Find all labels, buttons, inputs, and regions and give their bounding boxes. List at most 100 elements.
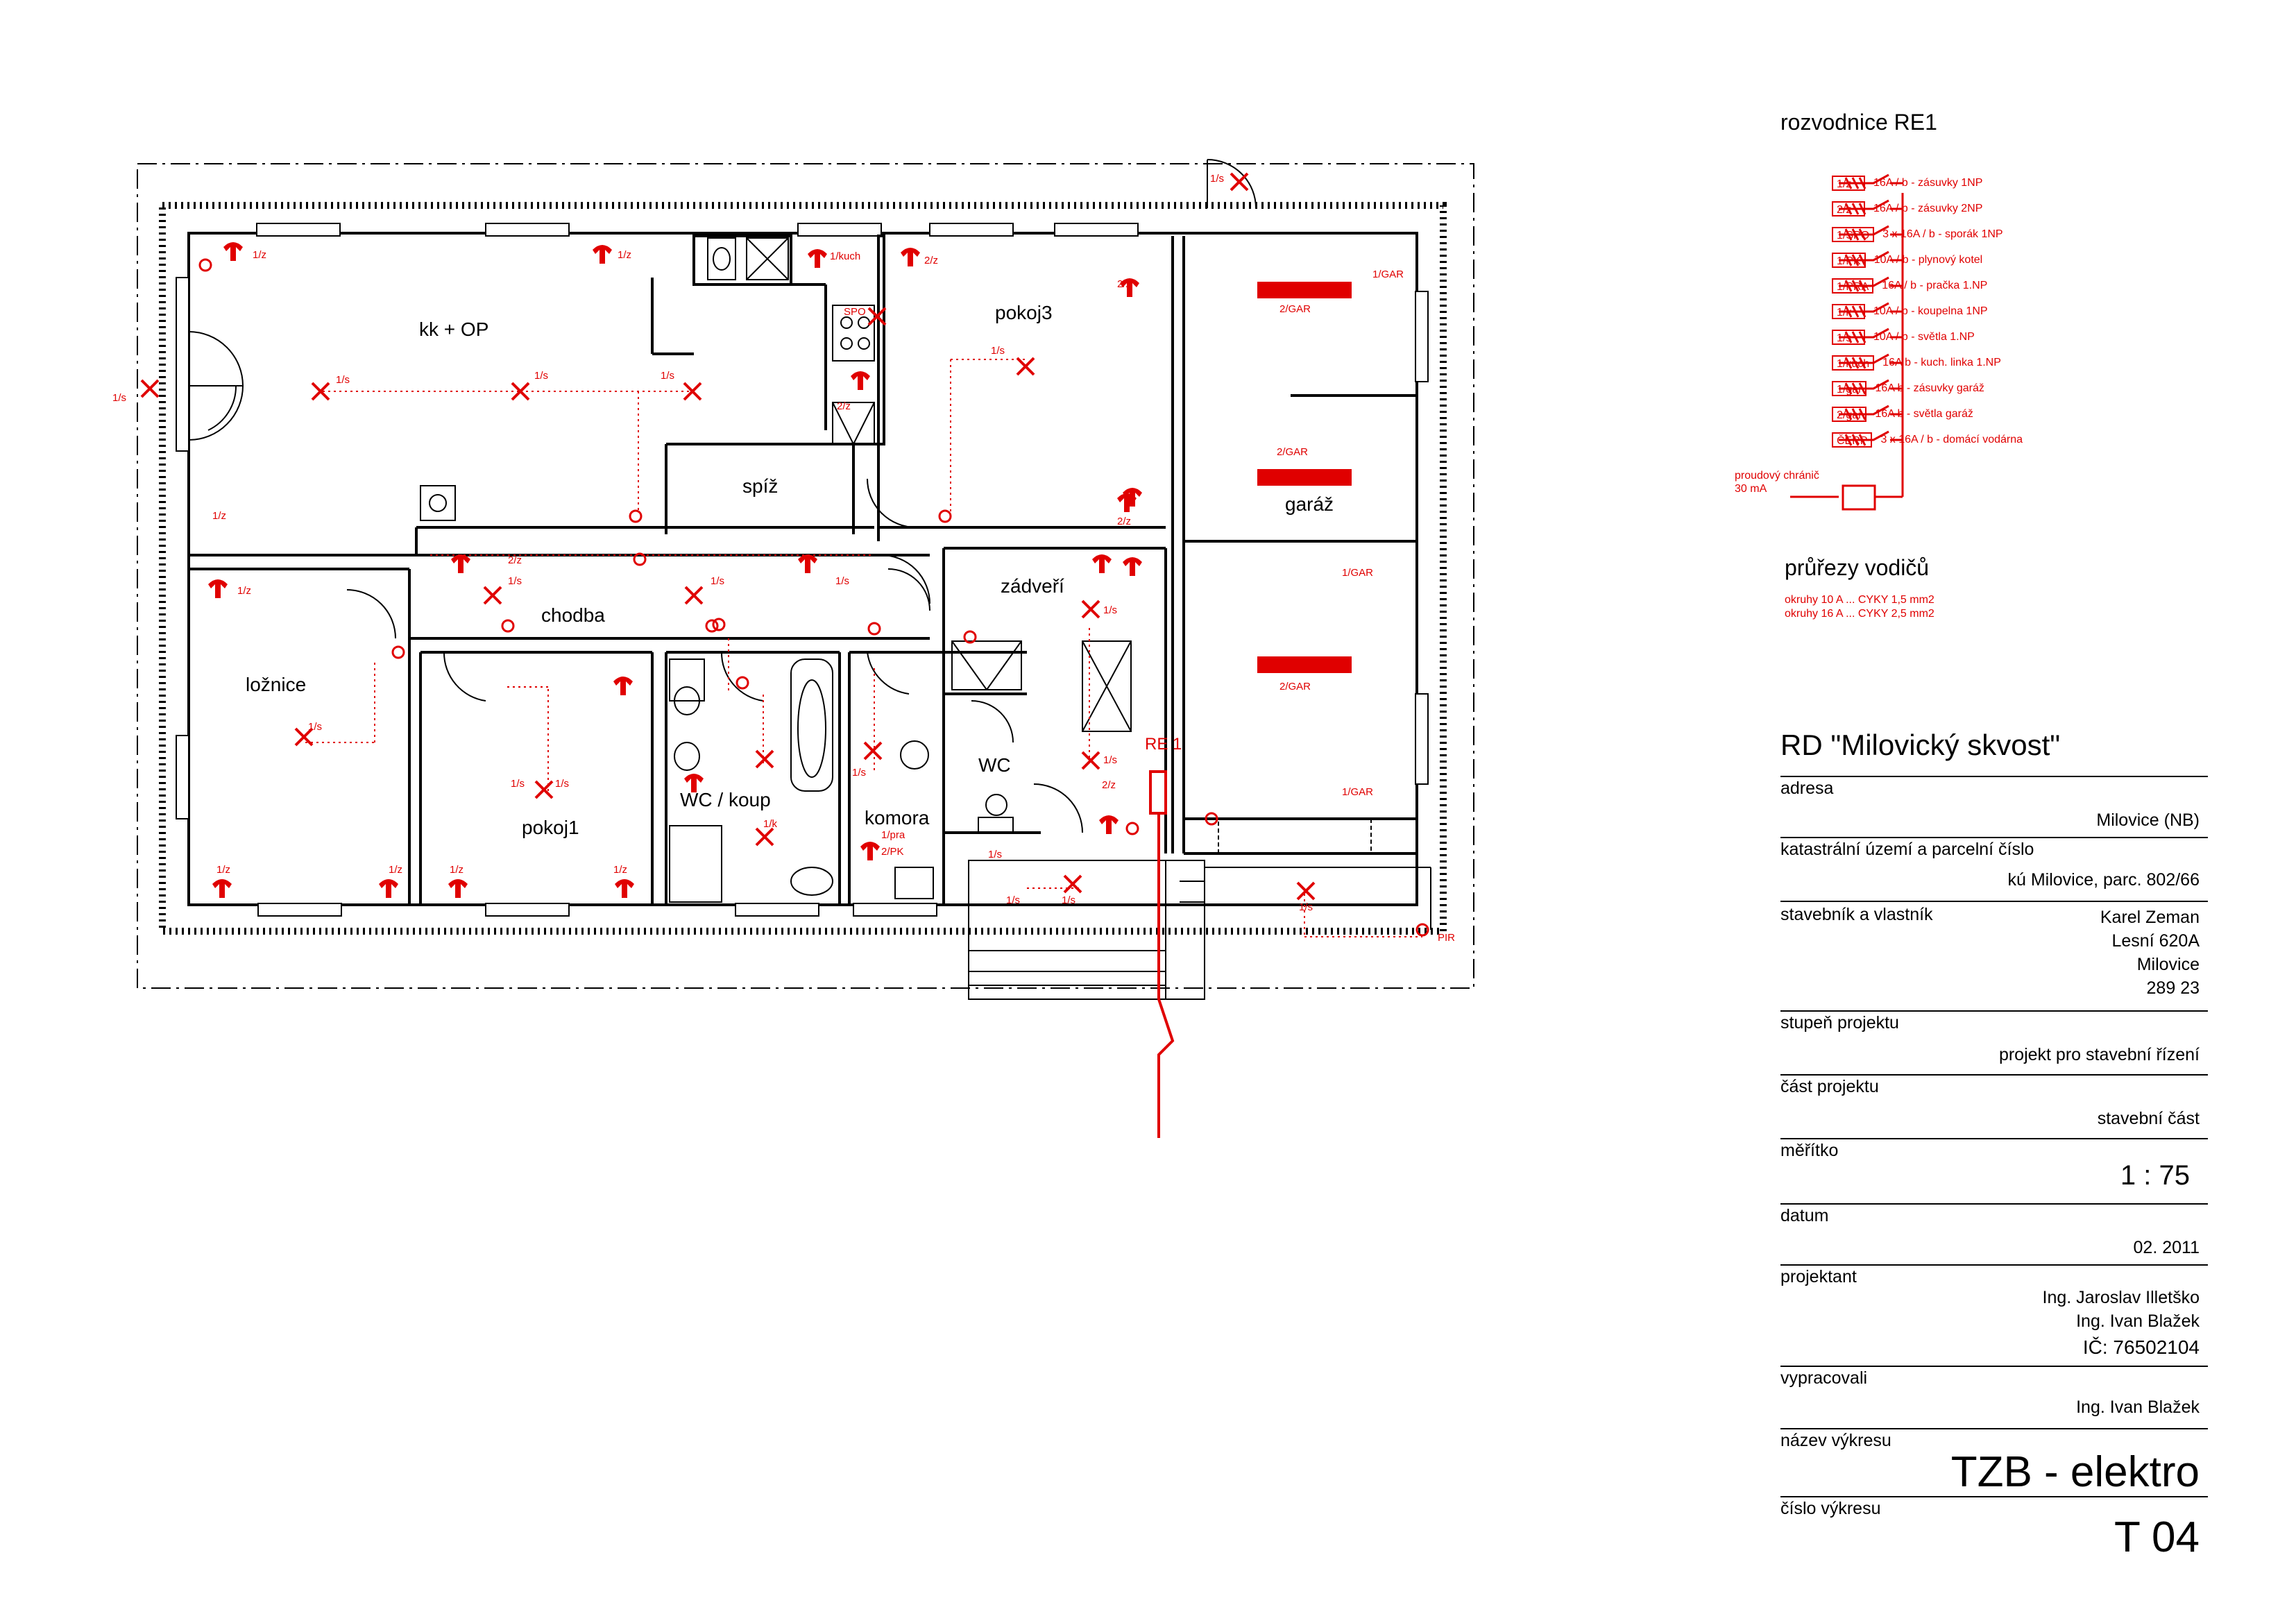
svg-text:1/s: 1/s — [835, 575, 849, 587]
svg-text:2/z: 2/z — [837, 400, 851, 412]
entrance-steps — [968, 860, 1431, 1000]
panel-row-code: 1/gar — [1832, 381, 1867, 396]
svg-text:1/GAR: 1/GAR — [1372, 269, 1404, 280]
light-markers — [140, 172, 1316, 901]
switch-icon — [867, 622, 881, 636]
svg-text:1/s: 1/s — [112, 392, 126, 404]
sections-title: průřezy vodičů — [1785, 555, 1930, 580]
panel-row-code: 1/k — [1832, 304, 1865, 319]
fixtures — [420, 237, 1372, 903]
panel-branches — [1839, 173, 1903, 446]
svg-text:2/GAR: 2/GAR — [1279, 681, 1311, 692]
svg-text:1/GAR: 1/GAR — [1342, 567, 1373, 579]
rcd-label: proudový chránič 30 mA — [1735, 470, 1819, 495]
svg-text:1/z: 1/z — [450, 864, 464, 876]
svg-text:1/s: 1/s — [534, 370, 548, 382]
svg-text:1/s: 1/s — [308, 721, 322, 733]
socket-icon — [451, 554, 470, 573]
light-icon — [294, 727, 314, 747]
garage-lights — [1257, 282, 1352, 673]
panel-row: 1/PK 10A / b - plynový kotel — [1832, 251, 1982, 269]
switch-icon — [705, 619, 719, 633]
svg-text:1/s: 1/s — [988, 849, 1002, 860]
panel-row: 2/z 16A / b - zásuvky 2NP — [1832, 200, 1982, 218]
svg-text:1/s: 1/s — [1006, 894, 1020, 906]
svg-text:2/z: 2/z — [924, 255, 938, 266]
panel-title: rozvodnice RE1 — [1780, 110, 1937, 135]
panel-row-desc: 16A / b - zásuvky 2NP — [1873, 203, 1983, 214]
svg-text:1/s: 1/s — [1103, 754, 1117, 766]
light-icon — [1081, 600, 1100, 619]
light-icon — [140, 379, 160, 398]
svg-text:1/s: 1/s — [1103, 604, 1117, 616]
svg-text:PIR: PIR — [1438, 932, 1455, 944]
room-pokoj3: pokoj3 — [995, 302, 1053, 323]
socket-icon — [212, 879, 232, 898]
switch-icon — [963, 630, 977, 644]
panel-row-desc: 10A / b - plynový kotel — [1873, 254, 1983, 266]
svg-text:2/GAR: 2/GAR — [1279, 303, 1311, 315]
panel-row-desc: 16A b - světla garáž — [1875, 408, 1973, 420]
svg-text:2/PK: 2/PK — [881, 846, 904, 858]
svg-text:2/z: 2/z — [1117, 516, 1131, 527]
socket-icon — [1120, 278, 1139, 297]
panel-row-desc: 10A / b - světla 1.NP — [1873, 331, 1975, 343]
switch-icon — [198, 258, 212, 272]
re1-label: RE 1 — [1145, 735, 1182, 754]
svg-text:1/s: 1/s — [991, 345, 1005, 357]
breaker-icon — [1839, 379, 1903, 395]
panel-row-code: 1/PRA — [1832, 278, 1874, 294]
svg-text:1/s: 1/s — [511, 778, 525, 790]
room-spiz: spíž — [742, 475, 778, 497]
svg-text:1/kuch: 1/kuch — [830, 250, 860, 262]
svg-text:1/s: 1/s — [852, 767, 866, 779]
breaker-icon — [1839, 250, 1903, 266]
room-chodba: chodba — [541, 604, 605, 626]
light-icon — [755, 827, 774, 847]
switch-icon — [938, 509, 952, 523]
svg-text:1/s: 1/s — [1299, 901, 1313, 913]
panel-row-code: 1/PK — [1832, 253, 1866, 268]
doors — [188, 159, 1257, 833]
panel-row-desc: 16A / b - zásuvky 1NP — [1873, 177, 1983, 189]
socket-icon — [851, 371, 870, 390]
switch-icon — [735, 676, 749, 690]
breaker-icon — [1839, 302, 1903, 318]
svg-text:SPO: SPO — [844, 306, 866, 318]
panel-row-code: 2/gar — [1832, 407, 1867, 422]
socket-icon — [684, 774, 704, 792]
wiring — [305, 359, 1422, 937]
svg-text:1/s: 1/s — [1062, 894, 1075, 906]
socket-markers — [198, 242, 1429, 937]
supply-line — [1149, 770, 1175, 1138]
switch-icon — [629, 509, 643, 523]
socket-icon — [615, 879, 634, 898]
socket-icon — [208, 579, 228, 598]
panel-row: 2/gar 16A b - světla garáž — [1832, 405, 1973, 423]
socket-icon — [808, 249, 827, 268]
svg-text:1/s: 1/s — [1210, 173, 1224, 185]
panel-row-desc: 3 x 16A / b - domácí vodárna — [1880, 434, 2023, 445]
switch-icon — [1415, 923, 1429, 937]
svg-text:1/z: 1/z — [389, 864, 402, 876]
socket-icon — [223, 242, 243, 261]
light-icon — [1081, 751, 1100, 770]
svg-text:1/z: 1/z — [613, 864, 627, 876]
svg-text:1/z: 1/z — [237, 585, 251, 597]
socket-icon — [1123, 488, 1142, 507]
light-icon — [534, 780, 554, 799]
socket-icon — [593, 245, 612, 264]
svg-text:1/s: 1/s — [555, 778, 569, 790]
room-wc-koup: WC / koup — [680, 789, 771, 810]
svg-text:1/z: 1/z — [618, 249, 631, 261]
breaker-icon — [1839, 405, 1903, 420]
svg-text:2/z: 2/z — [1117, 278, 1131, 290]
switch-icon — [712, 618, 726, 631]
panel-row-code: 2/z — [1832, 201, 1865, 216]
socket-icon — [379, 879, 398, 898]
